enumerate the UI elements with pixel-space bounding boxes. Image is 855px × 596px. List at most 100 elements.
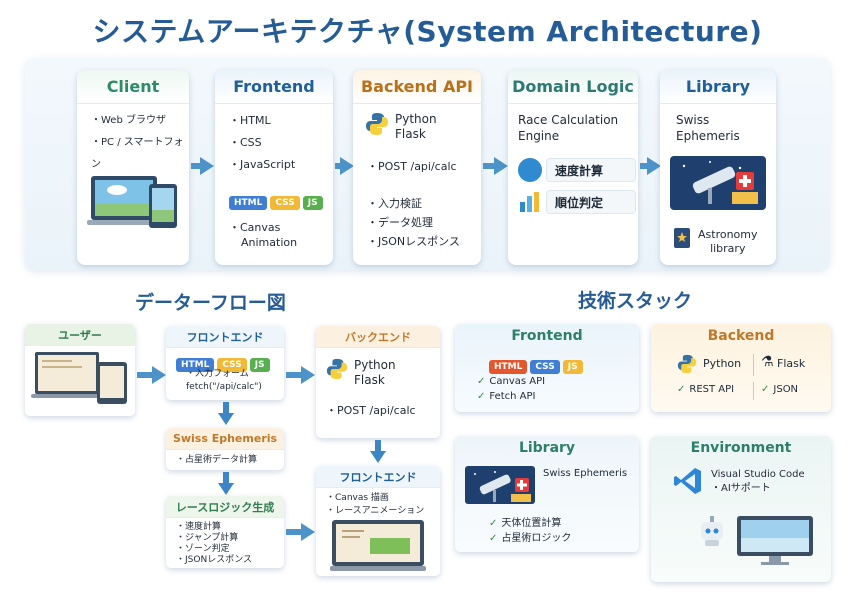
arrow-shaft [375,440,381,452]
python-flask-label: Python Flask [395,112,437,142]
ts-flask-label: Flask [777,357,806,370]
flask-label: Flask [395,127,426,141]
dataflow-title: データーフロー図 [135,292,286,314]
arrow-shaft [640,163,648,169]
telescope-icon [670,156,766,210]
df-frontend2-header: フロントエンド [316,466,440,488]
df-race-item: 速度計算 [176,522,284,533]
check-icon: ✓ [761,384,770,395]
domain-card: Domain Logic Race Calculation Engine 速度計… [508,70,638,265]
python-label: Python [395,112,437,126]
library-card: Library Swiss Ephemeris Astronomy librar… [660,70,776,265]
check-icon: ✓ [489,518,498,529]
css-badge: CSS [270,196,300,210]
python-icon [366,113,388,135]
bar-chart-icon [520,192,539,212]
python-icon [677,354,697,374]
speed-pill: 速度計算 [546,158,636,182]
frontend-item: JavaScript [229,154,333,176]
user-devices-icon [31,352,127,404]
divider [753,382,754,400]
df-frontend2-card: フロントエンド Canvas 描画 レースアニメーション [316,466,440,576]
check-icon: ✓ [677,384,686,395]
arrow-shaft [191,163,201,169]
astronomy-book-icon [674,228,690,248]
df-swiss-header: Swiss Ephemeris [166,428,284,450]
backend-post: ・POST /api/calc [367,160,457,173]
ts-vscode-label: Visual Studio Code [711,469,805,480]
flask-label: Flask [354,373,385,387]
astronomy-library-label: Astronomy library [698,228,758,256]
js-badge: JS [302,196,323,210]
ts-backend-header: Backend [707,328,775,344]
ts-frontend-checks: ✓Canvas API ✓Fetch API [477,374,545,404]
swiss-ephemeris-label: Swiss Ephemeris [676,112,740,144]
client-item: PC / スマートフォン [91,132,189,176]
vscode-icon [674,468,701,494]
backend-item: JSONレスポンス [367,232,460,251]
html-badge: HTML [229,196,268,210]
library-header: Library [660,70,776,104]
df-frontend-fetch: fetch("/api/calc") [186,382,262,392]
arrow-shaft [223,472,229,484]
swiss-line: Ephemeris [676,129,740,143]
css-badge: CSS [530,360,560,374]
ts-check-item: ✓占星術ロジック [489,533,572,544]
ts-swiss-label: Swiss Ephemeris [543,468,628,479]
df-python-flask: Python Flask [354,358,396,388]
check-icon: ✓ [489,533,498,544]
astro-line: library [710,242,746,255]
frontend-extra-line: Animation [241,236,298,249]
css-badge: CSS [217,358,247,372]
arrow-shaft [137,372,153,378]
arrow-right-icon [200,157,214,175]
df-frontend-text: ・入力フォーム fetch("/api/calc") [186,368,262,394]
swiss-line: Swiss [676,113,710,127]
python-label: Python [354,358,396,372]
df-race-item: ゾーン判定 [176,544,284,555]
user-card: ユーザー [25,324,135,416]
frontend-extra: ・Canvas Animation [229,220,297,250]
arrow-down-icon [218,413,234,425]
backend-card: Backend API Python Flask ・POST /api/calc… [353,70,481,265]
html-badge: HTML [489,360,528,374]
df-frontend-item: ・入力フォーム [186,369,249,379]
arrow-right-icon [152,366,166,384]
client-item: Web ブラウザ [91,110,189,132]
domain-header: Domain Logic [508,70,638,104]
techstack-title: 技術スタック [578,290,693,312]
engine-line: Race Calculation [518,113,619,127]
arrow-down-icon [218,483,234,495]
df-race-item: ジャンプ計算 [176,533,284,544]
ts-library-card: Library Swiss Ephemeris ✓天体位置計算 ✓占星術ロジック [455,436,639,552]
client-header: Client [77,70,189,104]
df-race-header: レースロジック生成 [166,496,284,518]
page-title: システムアーキテクチャ(System Architecture) [92,15,763,48]
df-swiss-item: 占星術データ計算 [176,454,284,467]
frontend-extra-line: ・Canvas [229,221,281,234]
race-screen-icon [330,520,426,571]
html-badge: HTML [176,358,215,372]
arrow-right-icon [301,523,315,541]
arrow-down-icon [370,451,386,463]
df-backend-post: ・POST /api/calc [326,404,416,417]
arrow-shaft [335,163,341,169]
df-frontend-header: フロントエンド [166,326,284,348]
df-swiss-card: Swiss Ephemeris 占星術データ計算 [166,428,284,470]
df-frontend2-item: レースアニメーション [326,505,440,518]
backend-item: データ処理 [367,213,460,232]
ts-check-item: ✓Fetch API [477,391,536,402]
monitor-icon [737,516,813,565]
df-race-card: レースロジック生成 速度計算 ジャンプ計算 ゾーン判定 JSONレスポンス [166,496,284,568]
python-icon [326,358,348,380]
arrow-right-icon [647,157,661,175]
df-backend-header: バックエンド [316,326,440,348]
df-frontend2-item: Canvas 描画 [326,492,440,505]
arrow-right-icon [301,366,315,384]
